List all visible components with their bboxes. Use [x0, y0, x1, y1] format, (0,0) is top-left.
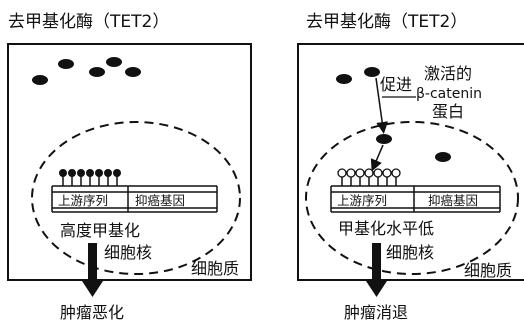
enzyme-dot [435, 152, 451, 162]
right-outcome-arrow [366, 243, 387, 297]
unmethylated-site [391, 168, 401, 186]
promote-label: 促进 [380, 75, 412, 94]
activated-label-line3: 蛋白 [432, 102, 464, 121]
unmethylated-site [382, 168, 392, 186]
enzyme-dot [376, 134, 392, 144]
right-enzyme-dots [336, 67, 380, 84]
left-dna-strand: 上游序列 抑癌基因 [51, 185, 218, 213]
enzyme-dot [336, 74, 352, 84]
left-nucleus-membrane [31, 121, 241, 275]
enzyme-dot [106, 57, 122, 67]
enzyme-dot [364, 67, 380, 77]
activated-label-line1: 激活的 [424, 64, 472, 83]
right-cytoplasm-label: 细胞质 [464, 261, 512, 280]
right-unmethylated-groups [337, 168, 401, 186]
unmethylated-site [373, 168, 383, 186]
left-outcome-label: 肿瘤恶化 [60, 303, 124, 322]
promote-arrow [375, 77, 389, 134]
right-panel: 去甲基化酶（TET2） 促进 激活的 β-catenin 蛋白 [297, 12, 524, 322]
unmethylated-site [364, 168, 374, 186]
left-gene-label: 抑癌基因 [135, 193, 185, 208]
right-gene-label: 抑癌基因 [428, 193, 478, 208]
left-enzyme-dots [32, 57, 141, 85]
methyl-group [68, 169, 76, 186]
left-methylation-label: 高度甲基化 [60, 221, 140, 240]
methyl-group [104, 169, 112, 186]
enzyme-dot [58, 59, 74, 69]
left-enzyme-label: 去甲基化酶（TET2） [8, 12, 169, 32]
right-dna-strand: 上游序列 抑癌基因 [330, 185, 501, 213]
left-upstream-label: 上游序列 [58, 193, 108, 208]
unmethylated-site [337, 168, 347, 186]
methyl-group [95, 169, 103, 186]
right-outcome-label: 肿瘤消退 [344, 303, 408, 322]
unmethylated-site [355, 168, 365, 186]
right-enzyme-label: 去甲基化酶（TET2） [306, 12, 467, 32]
right-cell-boundary [297, 43, 524, 281]
left-methyl-groups [59, 169, 121, 186]
enzyme-dot [125, 67, 141, 77]
methyl-group [86, 169, 94, 186]
right-nucleus-label: 细胞核 [386, 243, 434, 262]
methyl-group [77, 169, 85, 186]
right-upstream-label: 上游序列 [337, 193, 387, 208]
right-nucleus-membrane [305, 121, 519, 275]
activated-label-line2: β-catenin [416, 86, 482, 102]
right-nuclear-enzyme-dots [376, 134, 451, 162]
left-cell-boundary [7, 43, 252, 281]
methyl-group [59, 169, 67, 186]
left-panel: 去甲基化酶（TET2） 上游序列 抑癌基因 [7, 12, 252, 322]
methyl-group [113, 169, 121, 186]
left-nucleus-label: 细胞核 [104, 243, 152, 262]
demethylation-arrow [370, 144, 384, 172]
right-methylation-label: 甲基化水平低 [338, 219, 434, 238]
enzyme-dot [89, 67, 105, 77]
left-cytoplasm-label: 细胞质 [191, 259, 239, 278]
enzyme-dot [32, 75, 48, 85]
unmethylated-site [346, 168, 356, 186]
left-outcome-arrow [82, 243, 103, 297]
